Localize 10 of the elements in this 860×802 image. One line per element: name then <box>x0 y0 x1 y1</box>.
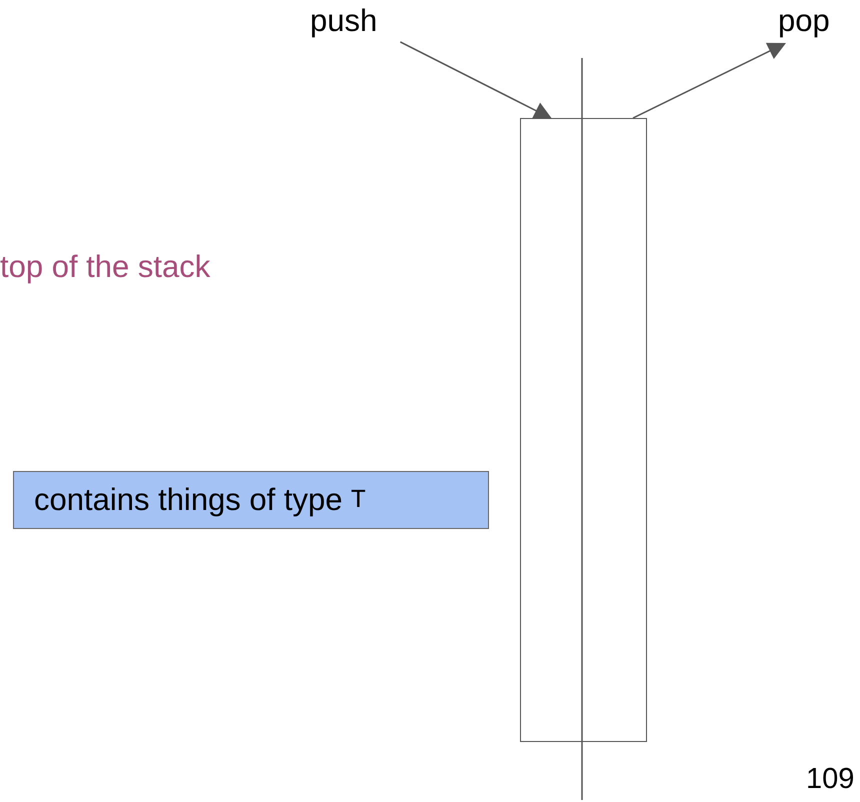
type-name: T <box>350 485 366 515</box>
arrow <box>632 42 786 119</box>
annotation-text: top of the stack <box>0 248 210 286</box>
operation-label: pop <box>778 2 830 40</box>
note-text: contains things of type <box>34 482 342 518</box>
stack-box <box>520 118 647 742</box>
note-box <box>13 471 489 529</box>
arrow <box>400 41 552 119</box>
operation-label: push <box>310 2 378 40</box>
page-number: 109 <box>806 762 854 797</box>
